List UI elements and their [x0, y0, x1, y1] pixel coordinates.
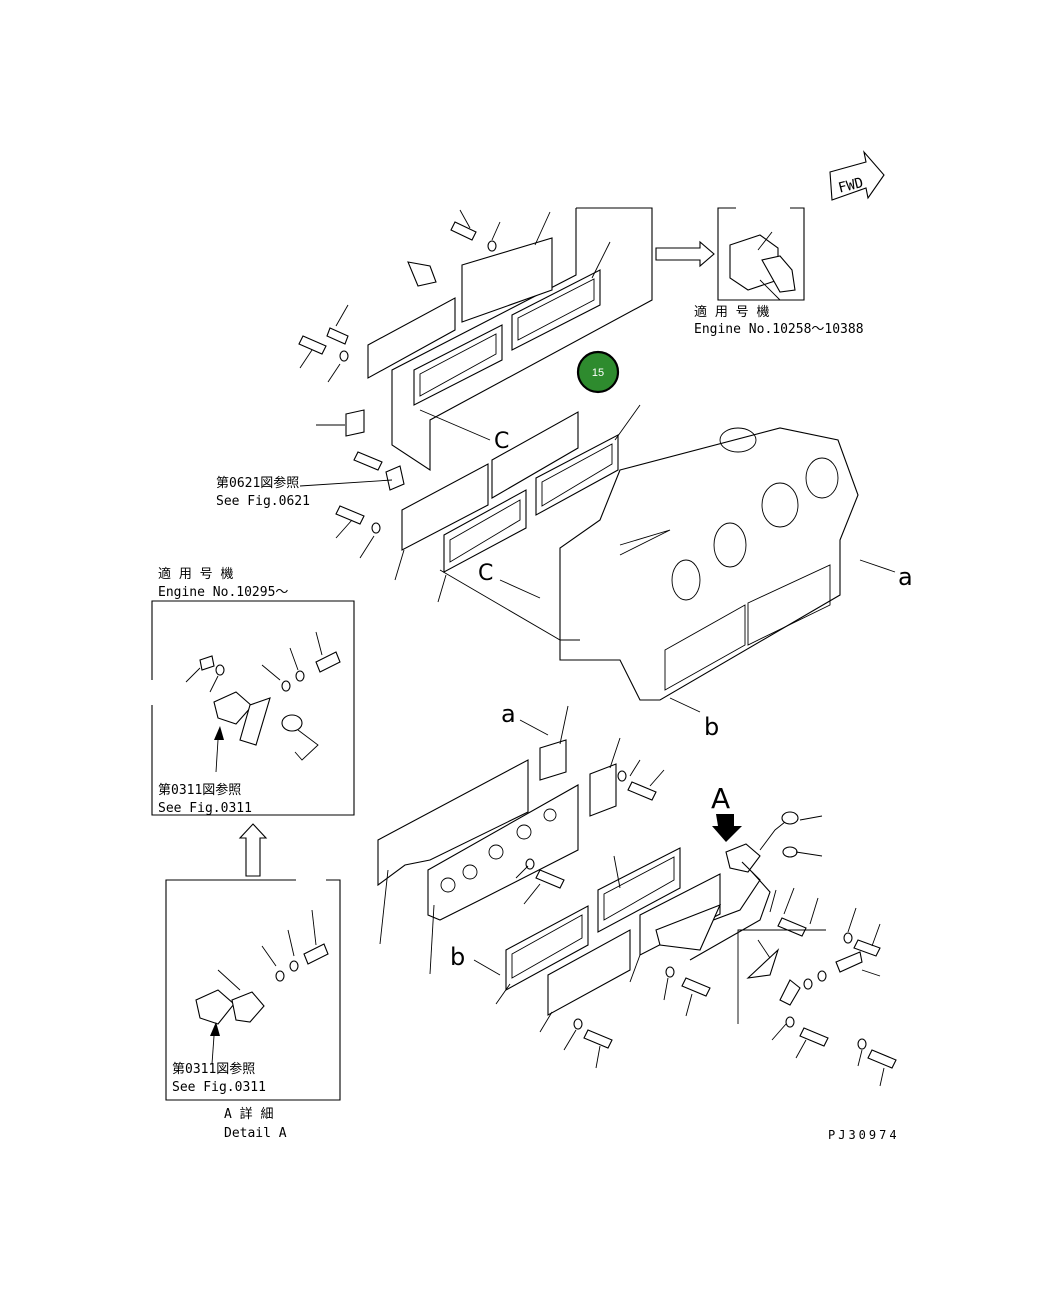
see-0311-b-jp: 第0311図参照: [172, 1061, 255, 1077]
fwd-label: FWD: [837, 175, 865, 197]
callout-a-engine: a: [898, 563, 913, 591]
see-0311-a-en: See Fig.0311: [158, 801, 252, 816]
detail-a-jp: A 詳 細: [224, 1106, 273, 1122]
lower-leader-lines: [379, 705, 885, 1087]
top-variant-detail: 適 用 号 機 Engine No.10258～10388: [694, 207, 864, 337]
top-note-jp: 適 用 号 機: [694, 304, 769, 320]
engine-block: [559, 427, 859, 701]
left-note-jp: 適 用 号 機: [158, 566, 233, 582]
gasket: [443, 489, 527, 573]
small-gasket: [539, 739, 567, 781]
see-0311-b-en: See Fig.0311: [172, 1080, 266, 1095]
cover-plate-15: [491, 411, 579, 499]
gasket: [413, 324, 503, 406]
upper-cover-plates: [367, 237, 619, 573]
cover-plate: [461, 237, 553, 323]
left-note-en: Engine No.10295～: [158, 585, 288, 600]
callout-detail-a: A: [711, 782, 730, 815]
top-note-en: Engine No.10258～10388: [694, 322, 864, 337]
forward-direction-arrow: FWD: [829, 150, 885, 201]
cover-plate: [401, 463, 489, 551]
upper-bolts: [298, 221, 497, 534]
gasket: [535, 434, 619, 516]
gasket: [597, 847, 681, 933]
see-0621-en: See Fig.0621: [216, 494, 310, 509]
callout-a-lower: a: [501, 700, 516, 728]
bracket-assembly: [655, 811, 826, 1024]
hollow-arrow-right: [655, 240, 715, 268]
detail-a-box: 第0311図参照 See Fig.0311 A 詳 細 Detail A: [165, 879, 341, 1141]
upper-group-bracket: [391, 207, 653, 472]
drawing-number: PJ30974: [828, 1128, 900, 1142]
cover-plate: [367, 297, 456, 379]
see-0621-jp: 第0621図参照: [216, 475, 299, 491]
detail-a-pointer-arrow: [712, 814, 742, 842]
small-plate: [589, 763, 617, 817]
callout-c-lower: C: [478, 561, 493, 586]
hollow-arrow-up: [238, 823, 268, 877]
badge-number: 15: [592, 367, 604, 379]
left-variant-detail: 適 用 号 機 Engine No.10295～ 第0311図参照 See Fi…: [151, 566, 355, 816]
gasket: [511, 269, 601, 351]
gasket: [505, 905, 589, 991]
long-gasket: [377, 759, 529, 887]
detail-a-en: Detail A: [224, 1126, 287, 1141]
plate: [547, 929, 631, 1016]
callout-c-upper: C: [494, 429, 509, 454]
part-number-badge[interactable]: 15: [576, 350, 620, 394]
leader-lines: [299, 209, 896, 713]
see-0311-a-jp: 第0311図参照: [158, 782, 241, 798]
callout-b-lower: b: [450, 943, 465, 971]
callout-b-engine: b: [704, 713, 719, 741]
